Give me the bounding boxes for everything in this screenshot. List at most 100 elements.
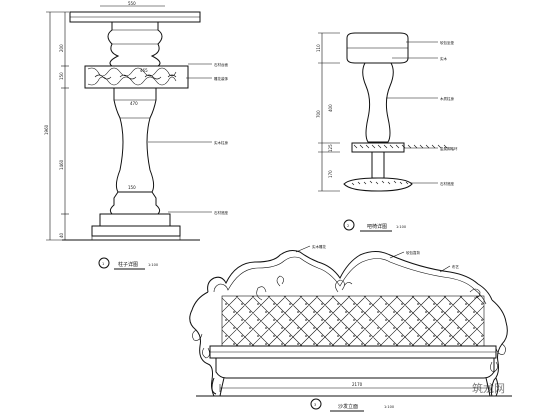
tuft-button — [409, 343, 411, 345]
sofa-label-3: 布艺 — [452, 264, 460, 269]
pedestal-title-bubble — [98, 257, 110, 269]
tuft-button — [417, 335, 419, 337]
pedestal-label-3: 实木柱身 — [214, 140, 228, 145]
pedestal-label-1: 石材台面 — [214, 62, 228, 67]
stool-title-scale: 1:100 — [396, 225, 406, 229]
stool-dim-4: 125 — [328, 144, 333, 152]
pedestal-dim-left-2: 150 — [59, 72, 64, 80]
sofa-leaders: 实木雕花 软包靠背 布艺 — [295, 244, 460, 273]
tuft-button — [441, 311, 443, 313]
sofa-tufting — [222, 296, 484, 346]
tuft-button — [249, 327, 251, 329]
tuft-button — [481, 303, 483, 305]
tuft-button — [353, 319, 355, 321]
tuft-button — [465, 319, 467, 321]
tuft-button — [385, 303, 387, 305]
tuft-button — [361, 311, 363, 313]
tuft-button — [409, 311, 411, 313]
tuft-button — [457, 311, 459, 313]
tuft-button — [409, 327, 411, 329]
tuft-button — [297, 311, 299, 313]
tuft-button — [433, 303, 435, 305]
sofa-label-2: 软包靠背 — [406, 250, 420, 255]
tuft-button — [473, 343, 475, 345]
tuft-button — [345, 311, 347, 313]
tuft-button — [417, 303, 419, 305]
tuft-button — [361, 327, 363, 329]
tuft-button — [233, 327, 235, 329]
tuft-button — [313, 343, 315, 345]
stool-label-2: 实木 — [440, 56, 448, 61]
stool-elevation — [343, 32, 448, 192]
sofa-dimension: 2170 — [219, 382, 493, 392]
tuft-button — [289, 335, 291, 337]
tuft-button — [457, 343, 459, 345]
tuft-button — [369, 303, 371, 305]
tuft-button — [345, 343, 347, 345]
tuft-button — [329, 327, 331, 329]
stool-dim-3: 400 — [328, 104, 333, 112]
tuft-button — [417, 319, 419, 321]
pedestal-title-no: 1 — [102, 262, 104, 266]
tuft-button — [369, 335, 371, 337]
stool-title-no: 2 — [347, 224, 349, 228]
pedestal-title: 1 柱子详图 1:100 — [98, 257, 158, 270]
tuft-button — [425, 343, 427, 345]
tuft-button — [289, 319, 291, 321]
sofa-dim-width: 2170 — [352, 382, 363, 387]
tuft-button — [473, 311, 475, 313]
pedestal-dim-left-4: 1460 — [59, 159, 64, 170]
tuft-button — [257, 303, 259, 305]
pedestal-dim-total: 1960 — [44, 124, 49, 135]
tuft-button — [273, 303, 275, 305]
tuft-button — [361, 343, 363, 345]
watermark: 筑龙网 — [472, 381, 505, 395]
pedestal-label-4: 石材底座 — [214, 210, 228, 215]
tuft-button — [393, 343, 395, 345]
tuft-button — [281, 327, 283, 329]
tuft-button — [313, 327, 315, 329]
tuft-button — [353, 303, 355, 305]
tuft-button — [273, 319, 275, 321]
stool-leg — [362, 62, 394, 143]
sofa-base — [215, 358, 495, 379]
tuft-button — [425, 311, 427, 313]
pedestal-dim-left-5: 40 — [59, 232, 64, 238]
pedestal-carving-ornament — [87, 67, 177, 86]
stool-foot-ring — [351, 142, 405, 153]
stool-dim-2: 700 — [316, 110, 321, 118]
stool-title-bubble — [343, 219, 355, 231]
tuft-button — [377, 343, 379, 345]
tuft-button — [377, 311, 379, 313]
tufting-lines — [222, 296, 484, 346]
pedestal-base-lower — [91, 225, 181, 237]
tuft-button — [337, 319, 339, 321]
tuft-button — [433, 335, 435, 337]
tuft-button — [313, 311, 315, 313]
tuft-button — [393, 327, 395, 329]
stool-label-1: 软包坐垫 — [440, 40, 454, 45]
tuft-button — [265, 327, 267, 329]
tuft-button — [289, 303, 291, 305]
tuft-button — [441, 343, 443, 345]
tuft-button — [305, 303, 307, 305]
stool-dimensions: 110 700 400 125 170 — [316, 32, 340, 192]
tuft-button — [337, 303, 339, 305]
sofa-back-crest — [207, 250, 493, 301]
tuft-button — [265, 343, 267, 345]
tuft-button — [321, 319, 323, 321]
tuft-button — [337, 335, 339, 337]
stool-label-4: 金属脚踏环 — [440, 146, 458, 151]
pedestal-base-upper — [99, 213, 171, 227]
tuft-button — [457, 327, 459, 329]
tuft-button — [385, 335, 387, 337]
pedestal-elevation: 550 465 470 150 — [62, 1, 201, 241]
tuft-button — [297, 343, 299, 345]
sofa-title: 3 沙发立面 1:100 — [310, 398, 394, 412]
tuft-button — [305, 319, 307, 321]
tuft-button — [321, 303, 323, 305]
sofa-elevation — [189, 250, 512, 397]
tuft-button — [449, 319, 451, 321]
pedestal-title-text: 柱子详图 — [118, 261, 138, 268]
pedestal-dim-collar: 150 — [128, 185, 136, 190]
